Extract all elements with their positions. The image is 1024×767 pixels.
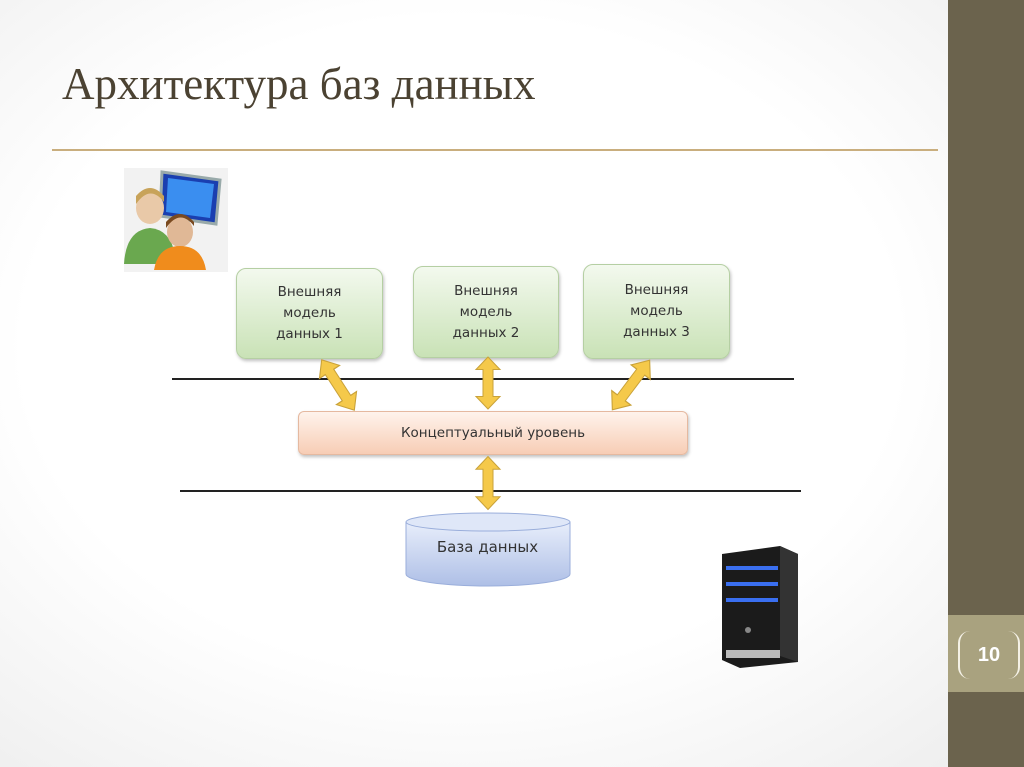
title-divider xyxy=(52,149,938,151)
model-label: данных 2 xyxy=(452,324,520,341)
external-model-1: Внешняя модель данных 1 xyxy=(236,268,383,359)
double-arrow-icon xyxy=(602,352,660,418)
model-label: Внешняя xyxy=(454,282,518,299)
users-computer-icon xyxy=(124,168,228,272)
model-label: модель xyxy=(459,303,513,320)
external-model-3: Внешняя модель данных 3 xyxy=(583,264,730,359)
model-label: Внешняя xyxy=(624,282,689,298)
double-arrow-icon xyxy=(475,356,501,410)
database-label: База данных xyxy=(436,538,539,556)
conceptual-level-box: Концептуальный уровень xyxy=(298,411,688,455)
double-arrow-icon xyxy=(475,455,501,511)
model-label: данных 1 xyxy=(276,326,343,342)
page-number-box xyxy=(948,615,1024,692)
server-icon xyxy=(722,546,798,668)
double-arrow-icon xyxy=(311,352,365,418)
page-number: 10 xyxy=(958,631,1020,679)
model-label: модель xyxy=(630,303,683,319)
model-label: Внешняя xyxy=(277,284,342,300)
model-label: модель xyxy=(283,305,336,321)
model-label: данных 3 xyxy=(623,324,690,340)
external-model-2: Внешняя модель данных 2 xyxy=(413,266,559,358)
database-cylinder-icon xyxy=(405,512,571,587)
slide-title: Архитектура баз данных xyxy=(62,59,536,109)
